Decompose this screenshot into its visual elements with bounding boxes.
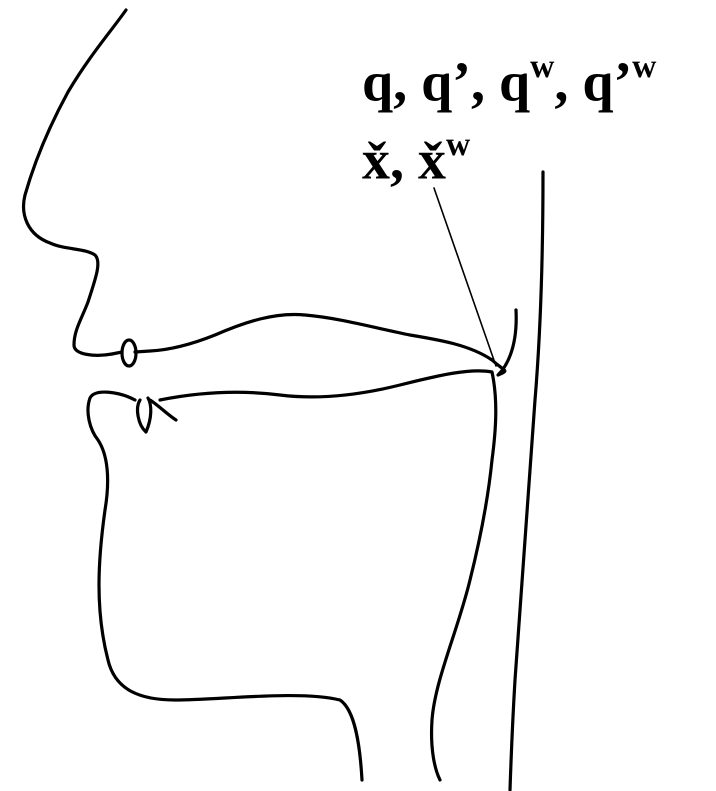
label-part: q, q	[362, 51, 453, 114]
label-superscript: w	[446, 126, 471, 163]
velum-outline	[490, 308, 518, 377]
label-part: ’	[452, 51, 471, 114]
tongue-outline	[158, 369, 498, 782]
palate-outline	[110, 312, 494, 362]
pharynx-wall	[508, 170, 545, 791]
face-profile-outline	[22, 8, 128, 357]
upper-teeth	[120, 338, 138, 368]
articulation-pointer-line	[433, 187, 497, 367]
label-superscript: w	[530, 48, 555, 85]
label-part: ’	[613, 51, 633, 114]
label-part: , q	[554, 51, 614, 114]
lower-teeth	[135, 396, 178, 434]
label-part: x̌, x̌	[362, 129, 446, 192]
label-part: , q	[470, 51, 531, 114]
label-superscript: w	[632, 48, 657, 85]
uvular-fricatives-label: x̌, x̌w	[362, 128, 470, 189]
chin-neck-outline	[86, 390, 364, 782]
uvular-stops-label: q, q’, qw, q’w	[362, 50, 656, 111]
